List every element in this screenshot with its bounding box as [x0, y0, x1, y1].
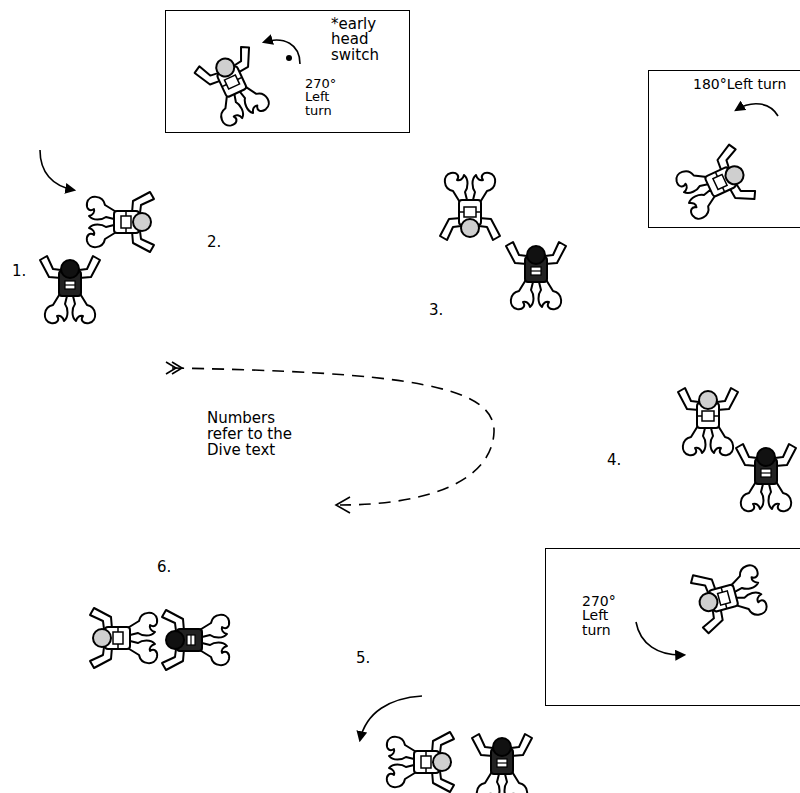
turn-arrow: [360, 696, 422, 740]
jumper-figure: [90, 608, 157, 668]
callout-number: 1.: [12, 264, 42, 280]
jumper-figure: [672, 143, 758, 226]
jumper-figure: [193, 44, 276, 130]
inset-box: 180°Left turn: [648, 70, 800, 228]
jumper-figure: [387, 732, 454, 792]
turn-arrow: [40, 150, 74, 190]
arrow-tail: [166, 362, 182, 374]
jumper-figure: [472, 734, 532, 793]
switch-dot: [286, 55, 292, 61]
jumper-figure: [440, 173, 500, 240]
jumper-figure: [689, 559, 769, 634]
turn-arrow: [264, 40, 300, 64]
callout-number: 4.: [607, 453, 637, 469]
callout-number: 3.: [429, 303, 459, 319]
callout-number: 5.: [356, 651, 386, 667]
jumper-figure: [87, 192, 154, 252]
sequence-path: [172, 368, 494, 505]
arrow-head: [336, 497, 350, 513]
turn-arrow: [736, 104, 778, 116]
note-text: *early head switch: [331, 17, 395, 63]
jumper-figure: [678, 388, 738, 455]
jumper-figure: [506, 242, 566, 309]
turn-arrow: [636, 622, 684, 655]
jumper-figure: [40, 256, 100, 323]
jumper-figure: [162, 610, 229, 670]
callout-number: 2.: [207, 235, 237, 251]
jumper-figure: [736, 444, 796, 511]
note-text: 270° Left turn: [582, 594, 626, 637]
note-text: 180°Left turn: [693, 77, 800, 91]
note-text: Numbers refer to the Dive text: [207, 411, 307, 458]
callout-number: 6.: [157, 560, 187, 576]
inset-box: *early head switch 270° Left turn: [165, 10, 410, 133]
note-text: 270° Left turn: [305, 77, 349, 117]
inset-box: 270° Left turn: [545, 548, 800, 706]
